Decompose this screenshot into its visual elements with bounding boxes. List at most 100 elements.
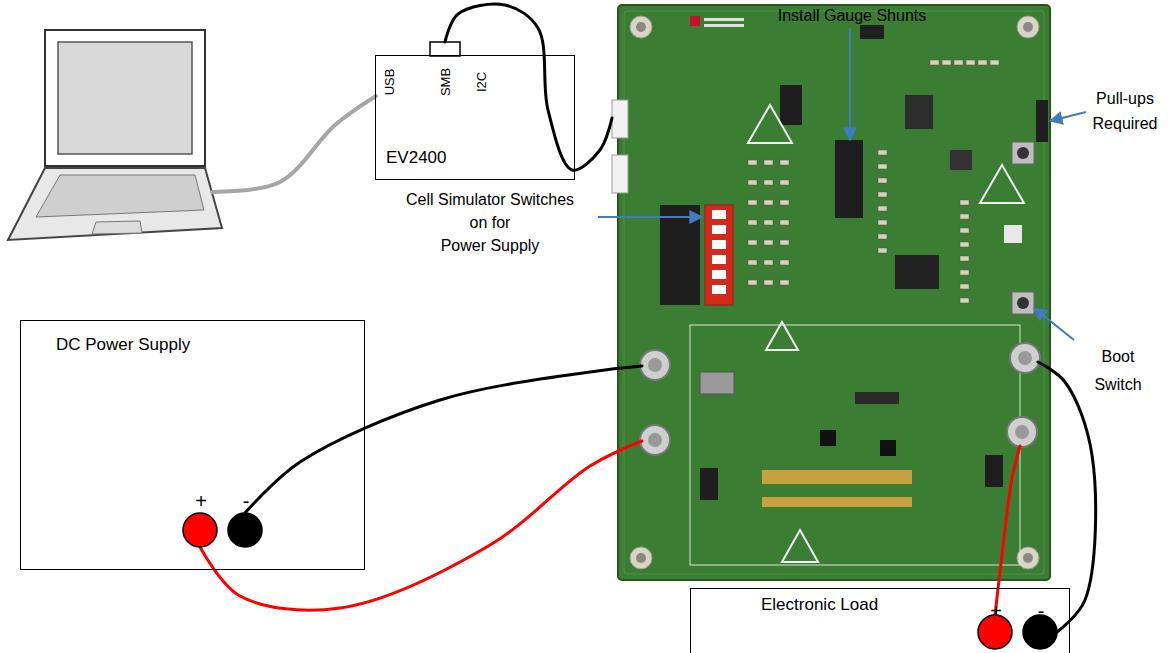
pcb-board [640,350,670,380]
passive-part [960,256,969,261]
pcb-board [1012,142,1034,164]
pcb-board [1023,22,1033,32]
pcb-board [1017,16,1039,38]
pcb-board [612,155,628,193]
pcb-board [1017,297,1029,309]
passive-part [960,298,969,303]
passive-part [960,270,969,275]
passive-part [960,200,969,205]
pcb-board [704,18,744,21]
pcb-board [612,100,628,138]
passive-part [764,180,773,185]
passive-part [878,178,887,183]
terminal [183,513,217,547]
passive-part [978,60,987,65]
laptop-icon [36,175,204,217]
pcb-board [648,433,662,447]
pcb-board [1010,343,1040,373]
polarity-mark: - [243,490,250,513]
pcb-board [780,85,802,125]
pcb-board [860,25,884,39]
laptop-icon [8,30,222,240]
passive-part [764,260,773,265]
pcb-board [1015,425,1029,439]
laptop-icon [45,30,205,166]
pcb-board [1007,417,1037,447]
passive-part [764,240,773,245]
callout-line: Cell Simulator Switches [390,188,590,211]
pcb-board [782,530,818,562]
pcb-board [648,358,662,372]
callout-line: on for [390,211,590,234]
polarity-mark: - [1038,600,1045,623]
port-label: USB [383,69,398,96]
passive-part [748,200,757,205]
pcb-board [895,255,939,289]
pcb-board [630,16,652,38]
pcb-board [636,22,646,32]
device-name: DC Power Supply [56,335,190,355]
passive-part [966,60,975,65]
port-label: SMB [439,68,454,96]
pcb-board [690,325,1020,565]
passive-part [878,206,887,211]
pcb-board [704,24,744,27]
passive-part [960,284,969,289]
callout-label: Cell Simulator Switches on for Power Sup… [390,188,590,257]
callout-arrow [849,28,851,140]
pcb-board [700,468,718,500]
pcb-board [712,225,726,234]
pcb-board [612,5,1050,580]
passive-part [942,60,951,65]
load-box: Electronic Load+- [690,588,1070,653]
polarity-mark: + [990,600,1002,623]
pcb-board [748,60,999,303]
passive-part [954,60,963,65]
pcb-board [636,553,646,563]
passive-part [748,180,757,185]
pcb-board [624,11,1044,574]
passive-part [780,280,789,285]
pcb-board [766,322,798,350]
passive-part [960,242,969,247]
laptop-icon [92,221,142,234]
cable [200,441,642,610]
cable [245,366,642,513]
passive-part [748,240,757,245]
callout-line: Switch [1078,371,1158,399]
pcb-board [880,440,896,456]
passive-part [764,200,773,205]
passive-part [878,150,887,155]
pcb-board [630,547,652,569]
passive-part [780,160,789,165]
pcb-board [618,5,1050,580]
port-label: I2C [475,72,490,92]
passive-part [878,248,887,253]
terminal [183,513,1057,649]
passive-part [960,228,969,233]
cable [445,4,612,170]
pcb-board [690,16,700,26]
passive-part [764,220,773,225]
passive-part [748,220,757,225]
callout-arrow [598,216,702,218]
callout-label: Install Gauge Shunts [772,4,932,27]
pcb-board [700,372,734,394]
passive-part [878,192,887,197]
passive-part [764,280,773,285]
pcb-board [985,455,1003,487]
pcb-board [762,470,912,484]
passive-part [748,160,757,165]
pcb-board [660,205,700,305]
passive-part [990,60,999,65]
callout-label: Pull-ups Required [1085,86,1165,136]
pcb-board [835,140,863,218]
polarity-mark: + [195,490,207,513]
pcb-board [905,95,933,129]
passive-part [764,160,773,165]
laptop-icon [8,168,222,240]
callout-line: Required [1085,111,1165,136]
pcb-board [748,105,792,143]
passive-part [748,280,757,285]
